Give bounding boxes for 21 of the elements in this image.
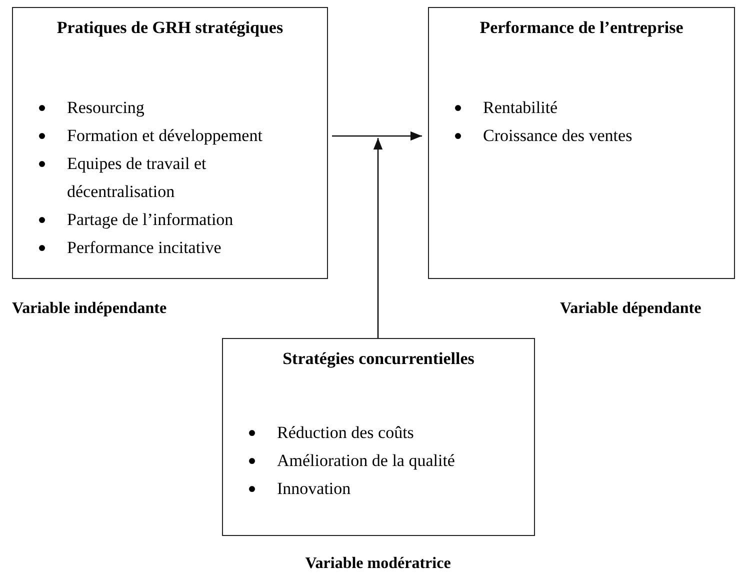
variable-caption: Variable modératrice — [305, 555, 451, 573]
bullet-item: Equipes de travail et décentralisation — [67, 153, 208, 203]
variable-caption: Variable indépendante — [12, 300, 167, 318]
concept-box — [428, 7, 735, 279]
box-heading: Pratiques de GRH stratégiques — [56, 18, 284, 38]
bullet-item: Partage de l’information — [67, 209, 234, 231]
bullet-item: Formation et développement — [67, 125, 262, 147]
bullet-item: Performance incitative — [67, 237, 222, 259]
concept-box — [12, 7, 328, 279]
bullet-item: Réduction des coûts — [277, 422, 414, 444]
bullet-item: Rentabilité — [483, 97, 558, 119]
variable-caption: Variable dépendante — [560, 300, 702, 318]
bullet-item: Innovation — [277, 478, 351, 500]
box-heading: Stratégies concurrentielles — [282, 349, 476, 369]
arrow — [332, 131, 422, 141]
bullet-item: Amélioration de la qualité — [277, 450, 455, 472]
bullet-item: Croissance des ventes — [483, 125, 632, 147]
concept-box — [222, 338, 535, 536]
arrow — [373, 138, 383, 338]
bullet-item: Resourcing — [67, 97, 144, 119]
box-heading: Performance de l’entreprise — [478, 18, 684, 38]
